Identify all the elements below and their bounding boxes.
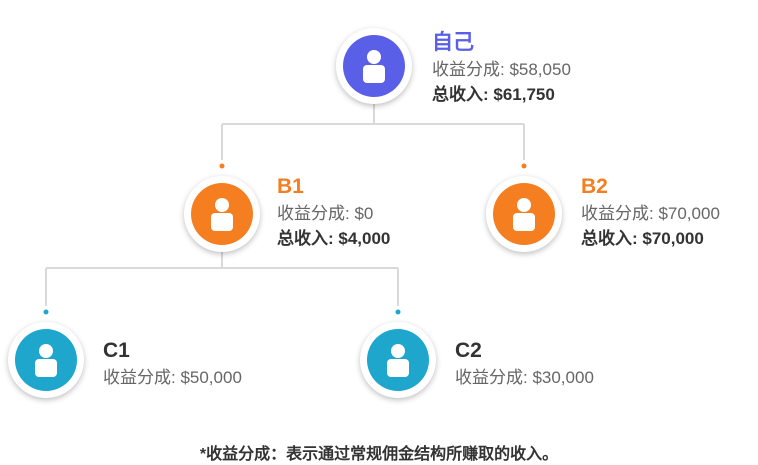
label-c1: C1 收益分成: $50,000 [103,339,242,389]
connector-c2-dot [395,309,401,315]
connector-b2-dot [521,163,527,169]
node-name: B2 [581,175,608,198]
node-share: 收益分成: $58,050 [432,60,571,79]
node-share: 收益分成: $30,000 [455,368,594,387]
label-b1: B1 收益分成: $0 总收入: $4,000 [277,175,390,250]
connector-c1-dot [43,309,49,315]
node-share: 收益分成: $50,000 [103,368,242,387]
label-self: 自己 收益分成: $58,050 总收入: $61,750 [432,31,571,106]
node-share: 收益分成: $0 [277,204,374,223]
node-total: 总收入: $70,000 [581,229,704,248]
label-c2: C2 收益分成: $30,000 [455,339,594,389]
node-total: 总收入: $4,000 [277,229,391,248]
node-total: 总收入: $61,750 [432,85,555,104]
avatar-c1 [8,322,84,398]
footnote: *收益分成：表示通过常规佣金结构所赚取的收入。 [199,446,559,463]
person-icon [387,344,409,377]
avatar-b1 [184,176,260,252]
person-icon [211,198,233,231]
avatar-b2 [486,176,562,252]
node-name: B1 [277,175,304,198]
avatar-self [336,28,412,104]
node-name: C2 [455,339,482,362]
node-share: 收益分成: $70,000 [581,204,720,223]
node-name: 自己 [432,31,474,54]
person-icon [363,50,385,83]
connector-b1-dot [219,163,225,169]
node-name: C1 [103,339,130,362]
person-icon [35,344,57,377]
person-icon [513,198,535,231]
avatar-c2 [360,322,436,398]
label-b2: B2 收益分成: $70,000 总收入: $70,000 [581,175,720,250]
